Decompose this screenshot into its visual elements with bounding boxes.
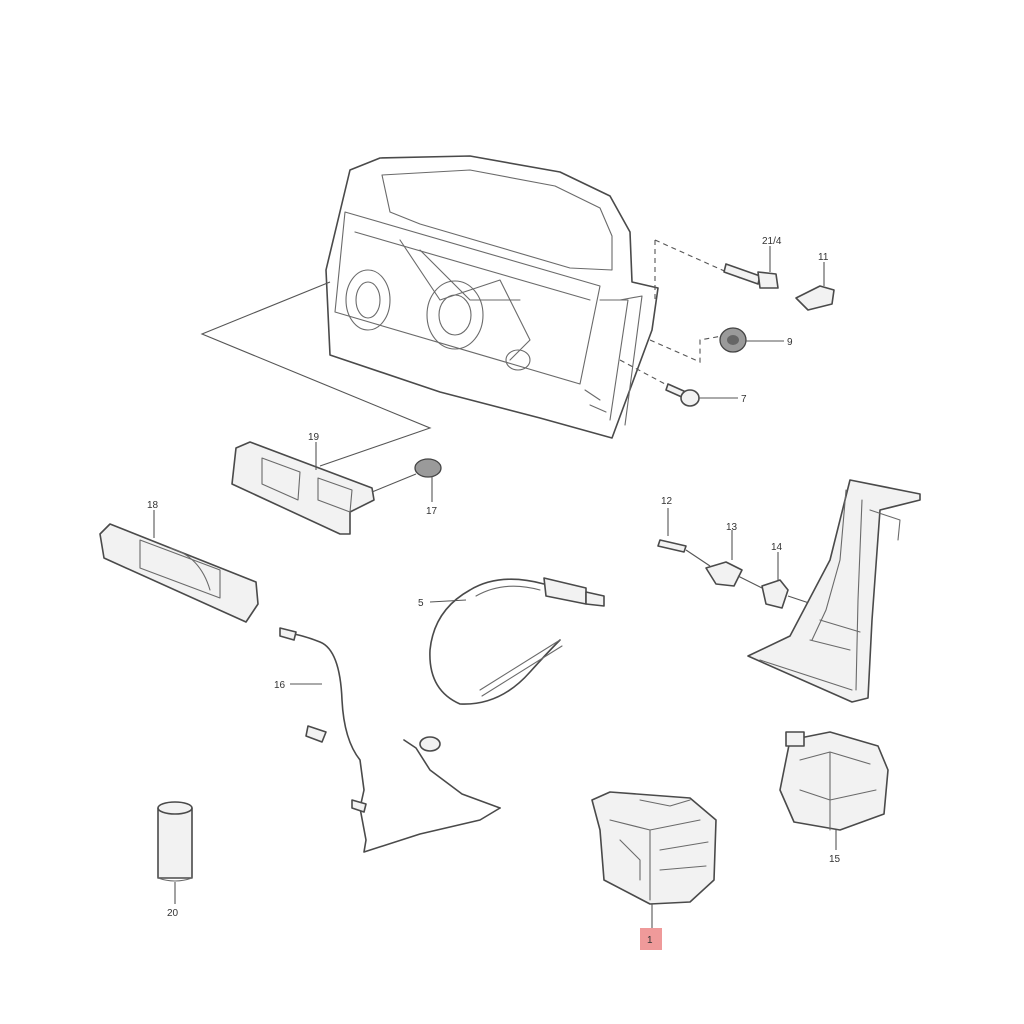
bolt-part	[723, 246, 779, 289]
callout-9: 9	[787, 337, 793, 348]
callout-18: 18	[147, 500, 159, 511]
handle-trim-part-18	[99, 510, 259, 623]
clip-part-13	[685, 530, 743, 587]
door-leader-mid	[649, 335, 723, 363]
clip-part-14	[737, 552, 813, 609]
door-shell	[325, 155, 659, 439]
clip-part-12	[657, 508, 687, 553]
wire-harness-part-16	[279, 627, 501, 853]
body-pillar	[747, 479, 921, 703]
callout-14: 14	[771, 542, 783, 553]
door-to-plate-line	[200, 281, 432, 467]
cable-part-5	[429, 577, 605, 705]
callout-17: 17	[426, 506, 438, 517]
callout-11: 11	[818, 252, 829, 263]
callout-20: 20	[167, 908, 179, 919]
housing-part-15	[779, 731, 889, 850]
callout-12: 12	[661, 496, 673, 507]
callout-16: 16	[274, 680, 286, 691]
grommet-part-9	[719, 327, 784, 353]
button-part-17	[371, 458, 442, 502]
callout-1: 1	[647, 935, 653, 946]
callout-15: 15	[829, 854, 841, 865]
trim-plate-part-19	[231, 441, 375, 535]
callout-13: 13	[726, 522, 738, 533]
screw-part-7	[665, 383, 738, 407]
callout-21-4: 21/4	[762, 236, 782, 247]
callout-5: 5	[418, 598, 424, 609]
callout-7: 7	[741, 394, 747, 405]
grease-can-part-20	[157, 801, 193, 904]
cap-part-11	[795, 262, 835, 311]
callout-19: 19	[308, 432, 320, 443]
callout-1-highlight	[640, 928, 662, 950]
door-leader-top	[654, 239, 741, 279]
door-lock-part-1	[591, 791, 717, 928]
